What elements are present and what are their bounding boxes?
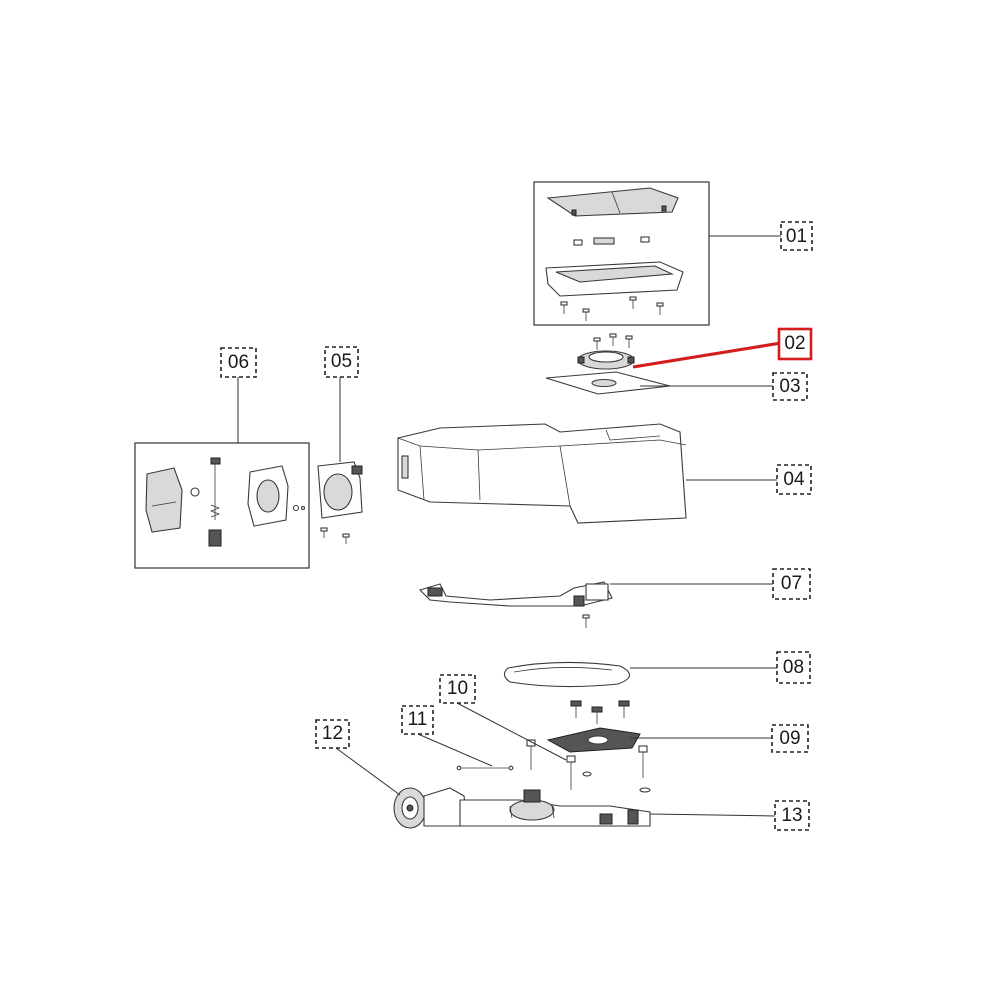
part-05-switch-bracket <box>317 461 363 544</box>
label-02[interactable]: 02 <box>777 327 813 361</box>
part-11-pin <box>456 765 514 771</box>
label-01[interactable]: 01 <box>780 221 813 251</box>
label-13[interactable]: 13 <box>774 800 810 831</box>
svg-text:07: 07 <box>781 573 802 594</box>
part-12-motor-pulley <box>393 787 469 829</box>
part-10-bolts <box>526 739 651 793</box>
part-07-wire-harness <box>418 581 613 628</box>
part-03-gasket-plate <box>545 371 671 395</box>
label-09[interactable]: 09 <box>771 724 809 753</box>
part-13-gearbox-base <box>459 789 651 827</box>
part-06-knob-assembly <box>134 442 310 569</box>
svg-text:08: 08 <box>783 657 804 678</box>
part-08-drive-belt <box>503 661 631 688</box>
svg-text:06: 06 <box>228 352 249 373</box>
label-10[interactable]: 10 <box>439 674 476 704</box>
label-04[interactable]: 04 <box>776 464 812 495</box>
part-01-lid-assembly <box>533 181 710 326</box>
svg-text:09: 09 <box>779 728 800 749</box>
part-09-mounting-bracket <box>546 700 641 753</box>
svg-text:12: 12 <box>322 723 343 744</box>
part-04-main-housing <box>397 423 687 524</box>
label-11[interactable]: 11 <box>401 705 434 735</box>
label-06[interactable]: 06 <box>220 347 257 378</box>
svg-text:13: 13 <box>781 805 802 826</box>
label-05[interactable]: 05 <box>324 346 359 378</box>
label-03[interactable]: 03 <box>772 372 808 401</box>
svg-text:05: 05 <box>331 351 352 372</box>
svg-text:11: 11 <box>408 709 428 730</box>
svg-text:04: 04 <box>783 469 805 490</box>
part-02-coupler-ring <box>577 333 635 370</box>
label-12[interactable]: 12 <box>315 719 350 749</box>
svg-text:10: 10 <box>447 678 468 699</box>
label-07[interactable]: 07 <box>772 568 811 600</box>
svg-text:01: 01 <box>786 226 807 247</box>
label-08[interactable]: 08 <box>776 651 811 684</box>
svg-text:03: 03 <box>779 376 800 397</box>
svg-text:02: 02 <box>784 333 805 354</box>
